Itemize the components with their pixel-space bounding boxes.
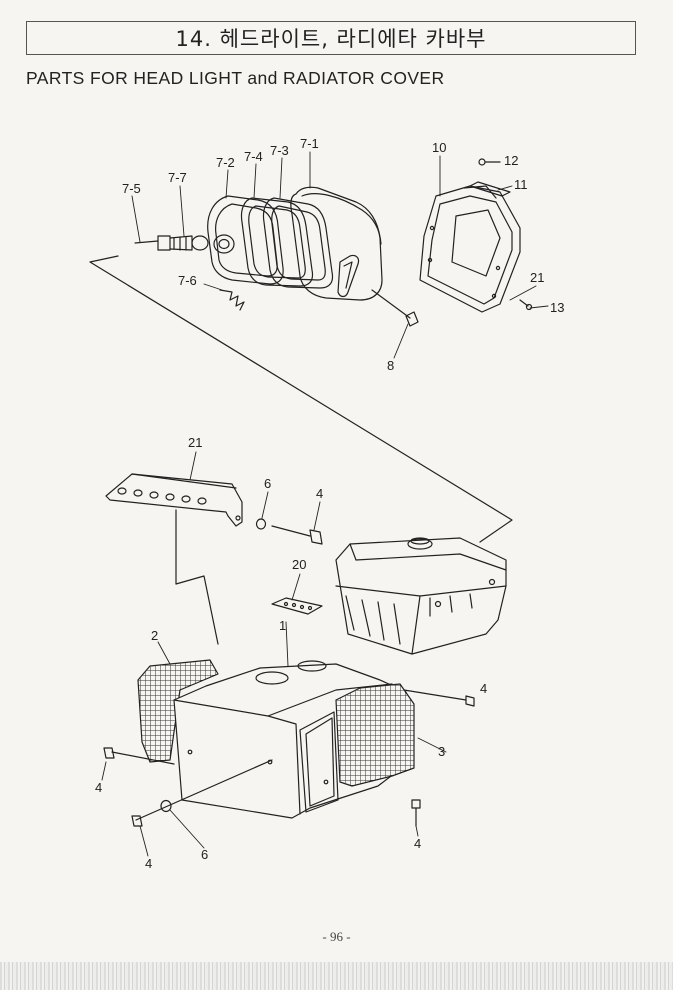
callout-6-bottom: 6	[201, 847, 208, 862]
screw-12-part	[478, 158, 501, 166]
callout-4-bottom-left: 4	[145, 856, 152, 871]
bolt-4-left-part	[103, 747, 175, 765]
callout-7-5: 7-5	[122, 181, 141, 196]
callout-leaders	[101, 151, 549, 857]
assembly-leader-line	[89, 255, 513, 543]
bolt-4-right-part	[403, 689, 475, 707]
scan-edge-strip	[0, 962, 673, 990]
callout-13: 13	[550, 300, 564, 315]
callout-1: 1	[279, 618, 286, 633]
spring-clip-part	[219, 289, 245, 311]
callout-3: 3	[438, 744, 445, 759]
callout-4-mid: 4	[316, 486, 323, 501]
headlight-housing-part	[290, 186, 383, 301]
callout-7-1: 7-1	[300, 136, 319, 151]
label-11-part	[469, 181, 511, 197]
bracket-21-part	[105, 473, 243, 527]
page-title: 14. 헤드라이트, 라디에타 카바부	[26, 21, 636, 55]
screw-8-part	[371, 289, 419, 327]
callout-2: 2	[151, 628, 158, 643]
headlight-gasket-part	[262, 197, 334, 289]
radiator-tank-part	[335, 537, 507, 655]
page-subtitle: PARTS FOR HEAD LIGHT and RADIATOR COVER	[26, 68, 445, 88]
side-mesh-right-part	[335, 683, 415, 787]
callout-4-left: 4	[95, 780, 102, 795]
callout-7-2: 7-2	[216, 155, 235, 170]
callout-20: 20	[292, 557, 306, 572]
callout-6-mid: 6	[264, 476, 271, 491]
washer-6-part	[255, 518, 267, 530]
page-number: - 96 -	[322, 929, 351, 944]
headlight-lens-part	[207, 195, 284, 285]
callout-7-3: 7-3	[270, 143, 289, 158]
bolt-4-bottom-left-part	[131, 759, 273, 827]
callout-4-bottom-right: 4	[414, 836, 421, 851]
callout-10: 10	[432, 140, 446, 155]
bolt-4-part	[271, 525, 323, 545]
callout-12: 12	[504, 153, 518, 168]
callout-labels: 7-5 7-7 7-2 7-4 7-3 7-1 7-6 8 10 12 11 2…	[95, 136, 564, 871]
bolt-4-bottom-right-part	[411, 799, 421, 827]
washer-6-bottom-part	[160, 799, 172, 813]
callout-7-4: 7-4	[244, 149, 263, 164]
headlight-rim-part	[240, 197, 314, 287]
label-plate-20-part	[271, 597, 323, 615]
bolt-13-part	[519, 299, 533, 311]
callout-7-7: 7-7	[168, 170, 187, 185]
callout-21-mid: 21	[188, 435, 202, 450]
callout-21-top: 21	[530, 270, 544, 285]
headlight-case-part	[419, 185, 521, 313]
bulb-socket-part	[134, 235, 209, 251]
callout-7-6: 7-6	[178, 273, 197, 288]
bracket-leader-line	[175, 509, 219, 645]
callout-4-right: 4	[480, 681, 487, 696]
callout-8: 8	[387, 358, 394, 373]
callout-11: 11	[514, 177, 528, 192]
